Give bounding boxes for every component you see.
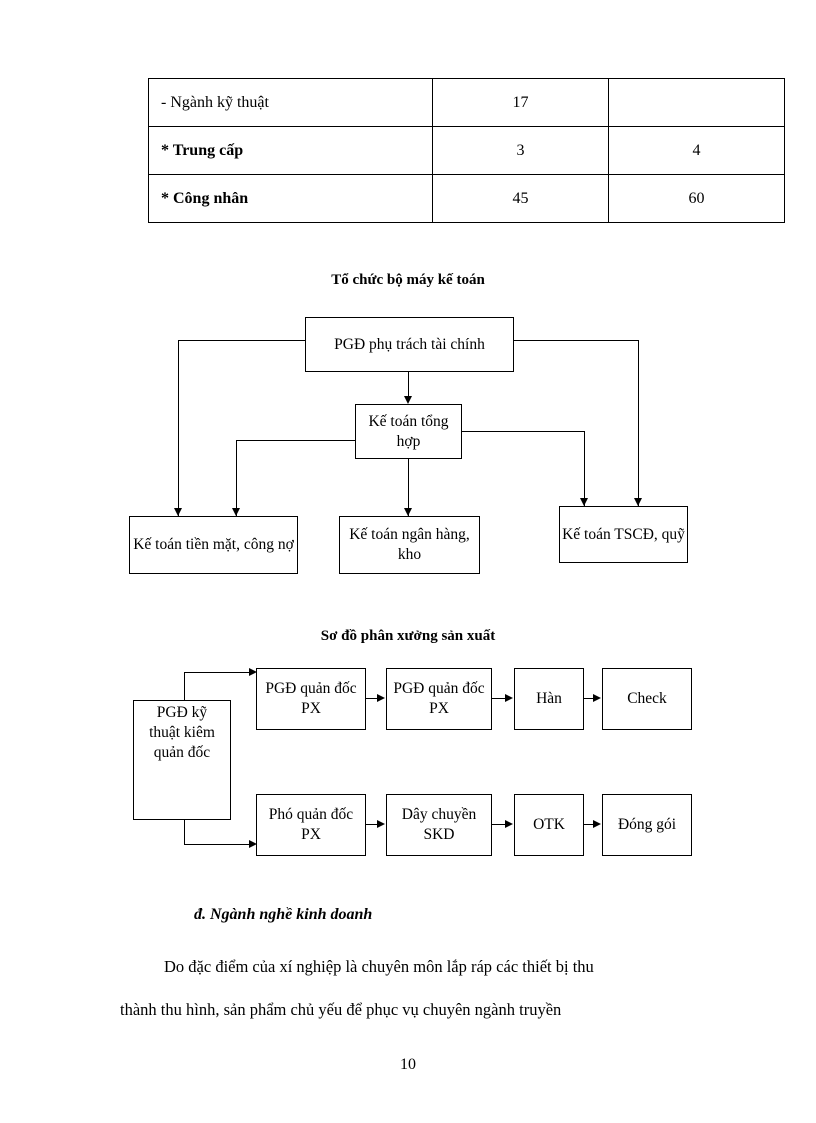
- connector-root-to-general-vertical: [408, 372, 410, 400]
- connector-chief-to-bottom-horizontal: [184, 844, 252, 846]
- table-cell-label: - Ngành kỹ thuật: [148, 78, 433, 127]
- arrowhead-general-to-tscd: [580, 498, 588, 506]
- connector-chief-to-top-vertical: [184, 672, 186, 702]
- arrowhead-chief-to-bottom: [249, 840, 257, 848]
- connector-top2-to-top3: [492, 698, 506, 700]
- table-cell-value-col3: 60: [608, 174, 785, 223]
- node-top-pgd-quan-doc-px-2: PGĐ quản đốc PX: [386, 668, 492, 730]
- node-ke-toan-tien-mat-cong-no: Kế toán tiền mặt, công nợ: [129, 516, 298, 574]
- connector-bot1-to-bot2: [366, 824, 378, 826]
- connector-general-to-tscd-horizontal: [461, 431, 585, 433]
- page-number: 10: [400, 1056, 416, 1073]
- node-top-pgd-quan-doc-px-1: PGĐ quản đốc PX: [256, 668, 366, 730]
- node-bottom-dong-goi: Đóng gói: [602, 794, 692, 856]
- arrowhead-bot1-to-bot2: [377, 820, 385, 828]
- node-ke-toan-tscd-quy: Kế toán TSCĐ, quỹ: [559, 506, 688, 563]
- table-cell-value-col2: 17: [432, 78, 609, 127]
- connector-general-to-bank-vertical: [408, 459, 410, 516]
- node-pgd-phu-trach-tai-chinh: PGĐ phụ trách tài chính: [305, 317, 514, 372]
- arrowhead-general-to-cash: [232, 508, 240, 516]
- diagram1-title: Tổ chức bộ máy kế toán: [331, 272, 485, 288]
- node-top-check: Check: [602, 668, 692, 730]
- connector-chief-to-bottom-vertical: [184, 820, 186, 845]
- node-ke-toan-ngan-hang-kho: Kế toán ngân hàng, kho: [339, 516, 480, 574]
- node-bottom-otk: OTK: [514, 794, 584, 856]
- arrowhead-top2-to-top3: [505, 694, 513, 702]
- table-row: - Ngành kỹ thuật 17: [148, 78, 785, 127]
- table-cell-value-col3: 4: [608, 126, 785, 175]
- connector-general-to-tscd-vertical: [584, 431, 586, 506]
- connector-general-to-cash-vertical: [236, 440, 238, 516]
- paragraph-line-2: thành thu hình, sản phẩm chủ yếu để phục…: [120, 1000, 562, 1019]
- arrowhead-bot3-to-bot4: [593, 820, 601, 828]
- connector-bot3-to-bot4: [584, 824, 594, 826]
- table-row: * Trung cấp 3 4: [148, 126, 785, 175]
- diagram2-title: Sơ đồ phân xưởng sản xuất: [320, 628, 496, 644]
- arrowhead-root-to-general: [404, 396, 412, 404]
- arrowhead-top1-to-top2: [377, 694, 385, 702]
- node-bottom-day-chuyen-skd: Dây chuyền SKD: [386, 794, 492, 856]
- arrowhead-bot2-to-bot3: [505, 820, 513, 828]
- node-bottom-pho-quan-doc-px: Phó quản đốc PX: [256, 794, 366, 856]
- connector-root-to-cash-vertical: [178, 340, 180, 516]
- arrowhead-root-to-tscd: [634, 498, 642, 506]
- section-heading: đ. Ngành nghề kinh doanh: [194, 906, 373, 923]
- paragraph-line-1: Do đặc điểm của xí nghiệp là chuyên môn …: [164, 957, 594, 976]
- node-top-han: Hàn: [514, 668, 584, 730]
- node-ke-toan-tong-hop: Kế toán tổng hợp: [355, 404, 462, 459]
- workshop-flow-chart: Sơ đồ phân xưởng sản xuất PGĐ kỹ thuật k…: [0, 0, 816, 856]
- arrowhead-root-to-cash: [174, 508, 182, 516]
- connector-chief-to-top-horizontal: [184, 672, 252, 674]
- connector-root-to-cash-horizontal: [178, 340, 306, 342]
- arrowhead-top3-to-top4: [593, 694, 601, 702]
- table-cell-value-col2: 45: [432, 174, 609, 223]
- connector-top1-to-top2: [366, 698, 378, 700]
- table-cell-label: * Công nhân: [148, 174, 433, 223]
- statistics-table: - Ngành kỹ thuật 17 * Trung cấp 3 4 * Cô…: [148, 78, 785, 223]
- connector-top3-to-top4: [584, 698, 594, 700]
- connector-root-to-tscd-vertical: [638, 340, 640, 506]
- connector-general-to-cash-horizontal: [236, 440, 356, 442]
- table-cell-label: * Trung cấp: [148, 126, 433, 175]
- node-pgd-ky-thuat-kiem-quan-doc: PGĐ kỹ thuật kiêm quản đốc: [133, 700, 231, 820]
- connector-bot2-to-bot3: [492, 824, 506, 826]
- arrowhead-chief-to-top: [249, 668, 257, 676]
- accounting-org-chart: Tổ chức bộ máy kế toán PGĐ phụ trách tài…: [129, 272, 688, 574]
- connector-root-to-tscd-horizontal: [513, 340, 639, 342]
- table-row: * Công nhân 45 60: [148, 174, 785, 223]
- arrowhead-general-to-bank: [404, 508, 412, 516]
